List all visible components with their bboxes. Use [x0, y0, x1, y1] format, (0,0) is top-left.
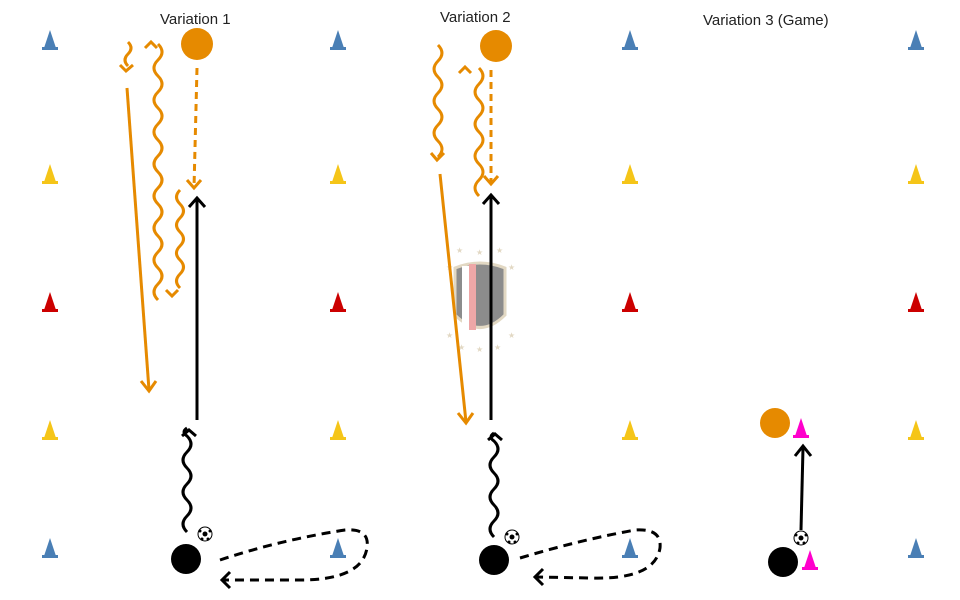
- cone-blue: [908, 30, 924, 50]
- svg-text:★: ★: [456, 246, 463, 255]
- title-variation-2: Variation 2: [440, 9, 511, 26]
- black-player: [768, 547, 798, 577]
- orange-wavy-dribble-up: [152, 42, 164, 302]
- orange-wavy-dribble-down: [432, 43, 444, 159]
- cone-red: [908, 292, 924, 312]
- soccer-ball-icon: [793, 530, 809, 546]
- cone-yellow: [622, 420, 638, 440]
- svg-text:★: ★: [476, 345, 483, 354]
- black-dashed-run: [219, 528, 369, 582]
- svg-text:★: ★: [496, 246, 503, 255]
- cone-red: [622, 292, 638, 312]
- orange-player: [181, 28, 213, 60]
- soccer-ball-icon: [504, 529, 520, 545]
- orange-player: [760, 408, 790, 438]
- title-variation-3: Variation 3 (Game): [703, 12, 829, 29]
- black-player: [479, 545, 509, 575]
- cone-yellow: [42, 420, 58, 440]
- black-pass-line: [799, 447, 805, 531]
- soccer-ball-icon: [197, 526, 213, 542]
- svg-text:★: ★: [446, 331, 453, 340]
- svg-text:★: ★: [508, 263, 515, 272]
- magenta-cone-top: [793, 418, 809, 438]
- variation-2: [429, 30, 662, 587]
- cone-yellow: [330, 164, 346, 184]
- orange-wavy-dribble-up: [473, 66, 485, 198]
- orange-run-line: [125, 87, 151, 391]
- orange-player: [480, 30, 512, 62]
- orange-wavy-short: [123, 40, 133, 68]
- cone-blue: [908, 538, 924, 558]
- cone-yellow: [908, 420, 924, 440]
- cone-yellow: [908, 164, 924, 184]
- cone-blue: [622, 538, 638, 558]
- cone-blue: [330, 538, 346, 558]
- svg-text:★: ★: [494, 343, 501, 352]
- black-wavy-dribble: [181, 426, 193, 534]
- black-wavy-dribble: [488, 431, 500, 539]
- orange-run-line: [438, 173, 468, 423]
- cone-blue: [42, 538, 58, 558]
- orange-dashed-run: [192, 67, 199, 189]
- title-variation-1: Variation 1: [160, 11, 231, 28]
- svg-text:★: ★: [508, 331, 515, 340]
- orange-wavy-dribble-down: [175, 188, 185, 290]
- svg-text:★: ★: [476, 248, 483, 257]
- cone-red: [330, 292, 346, 312]
- cone-blue: [42, 30, 58, 50]
- orange-arrowhead: [185, 179, 203, 191]
- black-player: [171, 544, 201, 574]
- svg-text:★: ★: [458, 343, 465, 352]
- cone-blue: [330, 30, 346, 50]
- cone-yellow: [42, 164, 58, 184]
- magenta-cone-bottom: [802, 550, 818, 570]
- variation-1: [118, 28, 369, 590]
- cone-yellow: [330, 420, 346, 440]
- cone-red: [42, 292, 58, 312]
- cone-blue: [622, 30, 638, 50]
- variation-3: [760, 408, 818, 577]
- cone-yellow: [622, 164, 638, 184]
- black-dashed-run: [519, 528, 662, 580]
